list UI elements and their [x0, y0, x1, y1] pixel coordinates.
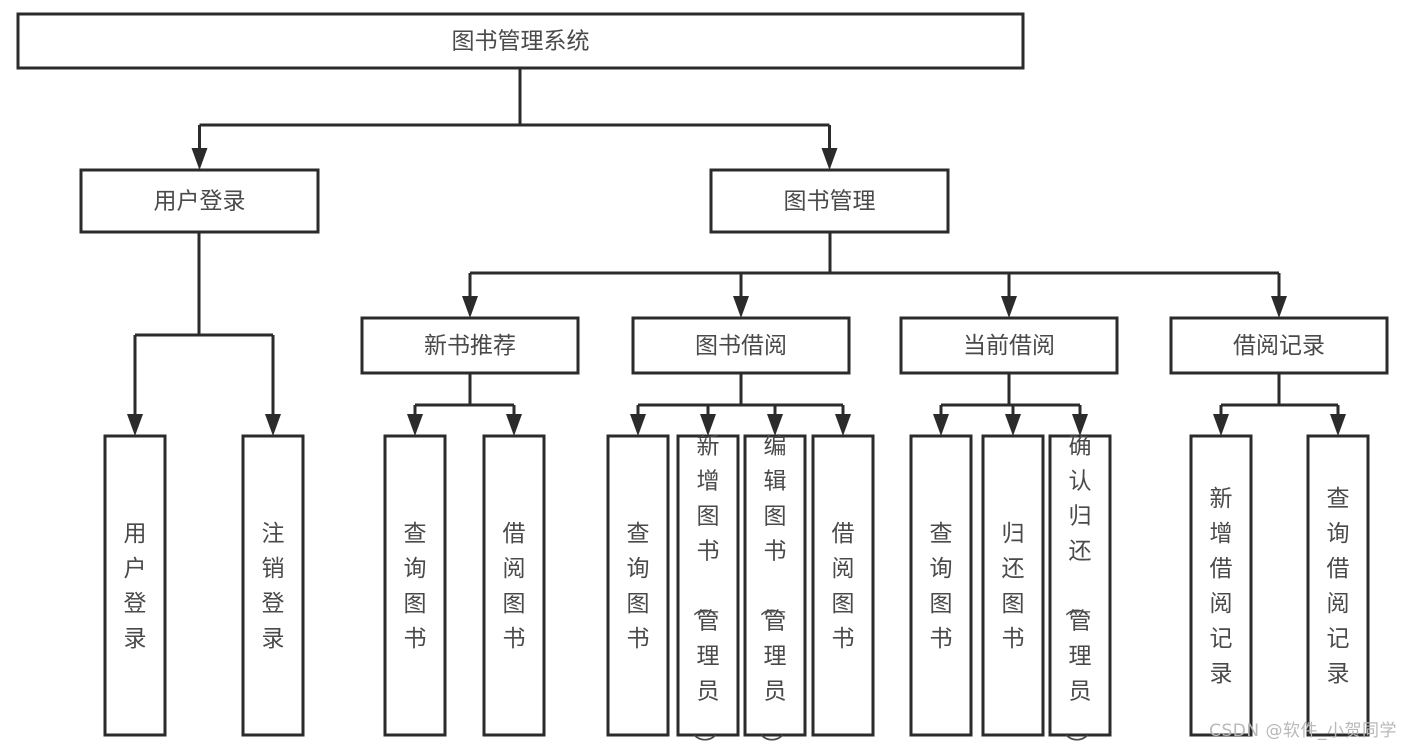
node-current-borrow-box [899, 316, 1119, 375]
node-leaf-add-borrow-record-box [1189, 434, 1253, 737]
arrow-icon-new-book-recommend-1 [506, 414, 522, 436]
arrow-icon-current-borrow-1 [1005, 414, 1021, 436]
arrow-icon-root-0 [191, 148, 208, 170]
node-leaf-borrow-book-1[interactable]: 借阅图书 [482, 434, 546, 737]
node-leaf-edit-book-box [743, 434, 807, 737]
node-book-borrow[interactable]: 图书借阅 [631, 316, 851, 375]
arrow-icon-book-manage-0 [462, 296, 478, 318]
node-current-borrow-label: 当前借阅 [963, 333, 1055, 359]
node-leaf-query-borrow-record[interactable]: 查询借阅记录 [1306, 434, 1370, 737]
node-new-book-recommend-box [360, 316, 580, 375]
node-leaf-edit-book-label: 编辑图书（管理员） [758, 434, 787, 747]
node-leaf-query-book-1[interactable]: 查询图书 [383, 434, 447, 737]
node-leaf-query-borrow-record-label: 查询借阅记录 [1327, 486, 1350, 687]
arrow-icon-borrow-record-1 [1330, 414, 1346, 436]
node-book-borrow-label: 图书借阅 [695, 333, 787, 359]
node-root-system[interactable]: 图书管理系统 [16, 12, 1025, 70]
node-new-book-recommend[interactable]: 新书推荐 [360, 316, 580, 375]
node-root-system-box [16, 12, 1025, 70]
arrow-icon-book-borrow-3 [835, 414, 851, 436]
node-leaf-confirm-return-label: 确认归还（管理员） [1063, 434, 1092, 747]
node-leaf-edit-book[interactable]: 编辑图书（管理员） [743, 434, 807, 747]
node-user-login-box [79, 168, 320, 234]
node-leaf-borrow-book-2[interactable]: 借阅图书 [811, 434, 875, 737]
node-root-system-label: 图书管理系统 [452, 29, 590, 55]
node-book-manage-box [709, 168, 950, 234]
node-borrow-record-label: 借阅记录 [1233, 333, 1325, 359]
node-book-manage-label: 图书管理 [784, 189, 876, 215]
node-user-login[interactable]: 用户登录 [79, 168, 320, 234]
node-leaf-logout-login-box [241, 434, 305, 737]
node-leaf-query-book-3[interactable]: 查询图书 [909, 434, 973, 737]
node-leaf-return-book[interactable]: 归还图书 [981, 434, 1045, 737]
node-leaf-add-book-box [676, 434, 740, 737]
connectors-layer [127, 68, 1346, 436]
node-leaf-query-book-1-box [383, 434, 447, 737]
node-new-book-recommend-label: 新书推荐 [424, 333, 516, 359]
node-leaf-borrow-book-2-label: 借阅图书 [832, 521, 855, 652]
node-leaf-query-book-3-label: 查询图书 [930, 521, 953, 652]
arrow-icon-book-borrow-2 [767, 414, 783, 436]
node-leaf-add-book-label: 新增图书（管理员） [691, 434, 720, 747]
node-leaf-query-book-2-box [606, 434, 670, 737]
node-leaf-user-login-label: 用户登录 [124, 521, 147, 652]
node-leaf-query-borrow-record-box [1306, 434, 1370, 737]
node-leaf-confirm-return-box [1048, 434, 1112, 737]
node-book-borrow-box [631, 316, 851, 375]
node-leaf-borrow-book-1-box [482, 434, 546, 737]
node-leaf-query-book-3-box [909, 434, 973, 737]
node-user-login-label: 用户登录 [154, 189, 246, 215]
arrow-icon-book-borrow-0 [630, 414, 646, 436]
arrow-icon-current-borrow-0 [933, 414, 949, 436]
arrow-icon-book-manage-1 [733, 296, 749, 318]
node-borrow-record-box [1169, 316, 1389, 375]
arrow-icon-book-manage-3 [1271, 296, 1287, 318]
node-boxes-layer: 图书管理系统用户登录图书管理新书推荐图书借阅当前借阅借阅记录用户登录注销登录查询… [16, 12, 1389, 747]
arrow-icon-borrow-record-0 [1213, 414, 1229, 436]
node-leaf-query-book-2-label: 查询图书 [627, 521, 650, 652]
node-leaf-borrow-book-2-box [811, 434, 875, 737]
arrow-icon-book-borrow-1 [700, 414, 716, 436]
node-leaf-return-book-box [981, 434, 1045, 737]
arrow-icon-user-login-1 [265, 414, 281, 436]
node-leaf-borrow-book-1-label: 借阅图书 [503, 521, 526, 652]
arrow-icon-new-book-recommend-0 [407, 414, 423, 436]
arrow-icon-root-1 [821, 148, 838, 170]
node-leaf-query-book-1-label: 查询图书 [404, 521, 427, 652]
node-leaf-user-login[interactable]: 用户登录 [103, 434, 167, 737]
node-leaf-logout-login-label: 注销登录 [262, 521, 285, 652]
node-current-borrow[interactable]: 当前借阅 [899, 316, 1119, 375]
node-leaf-confirm-return[interactable]: 确认归还（管理员） [1048, 434, 1112, 747]
node-leaf-add-book[interactable]: 新增图书（管理员） [676, 434, 740, 747]
node-book-manage[interactable]: 图书管理 [709, 168, 950, 234]
node-leaf-query-book-2[interactable]: 查询图书 [606, 434, 670, 737]
node-leaf-user-login-box [103, 434, 167, 737]
arrow-icon-current-borrow-2 [1072, 414, 1088, 436]
node-leaf-add-borrow-record[interactable]: 新增借阅记录 [1189, 434, 1253, 737]
node-leaf-return-book-label: 归还图书 [1002, 521, 1025, 652]
node-leaf-logout-login[interactable]: 注销登录 [241, 434, 305, 737]
csdn-watermark: CSDN @软件_小贺同学 [1209, 721, 1397, 741]
node-borrow-record[interactable]: 借阅记录 [1169, 316, 1389, 375]
node-leaf-add-borrow-record-label: 新增借阅记录 [1210, 486, 1233, 687]
arrow-icon-book-manage-2 [1001, 296, 1017, 318]
arrow-icon-user-login-0 [127, 414, 143, 436]
